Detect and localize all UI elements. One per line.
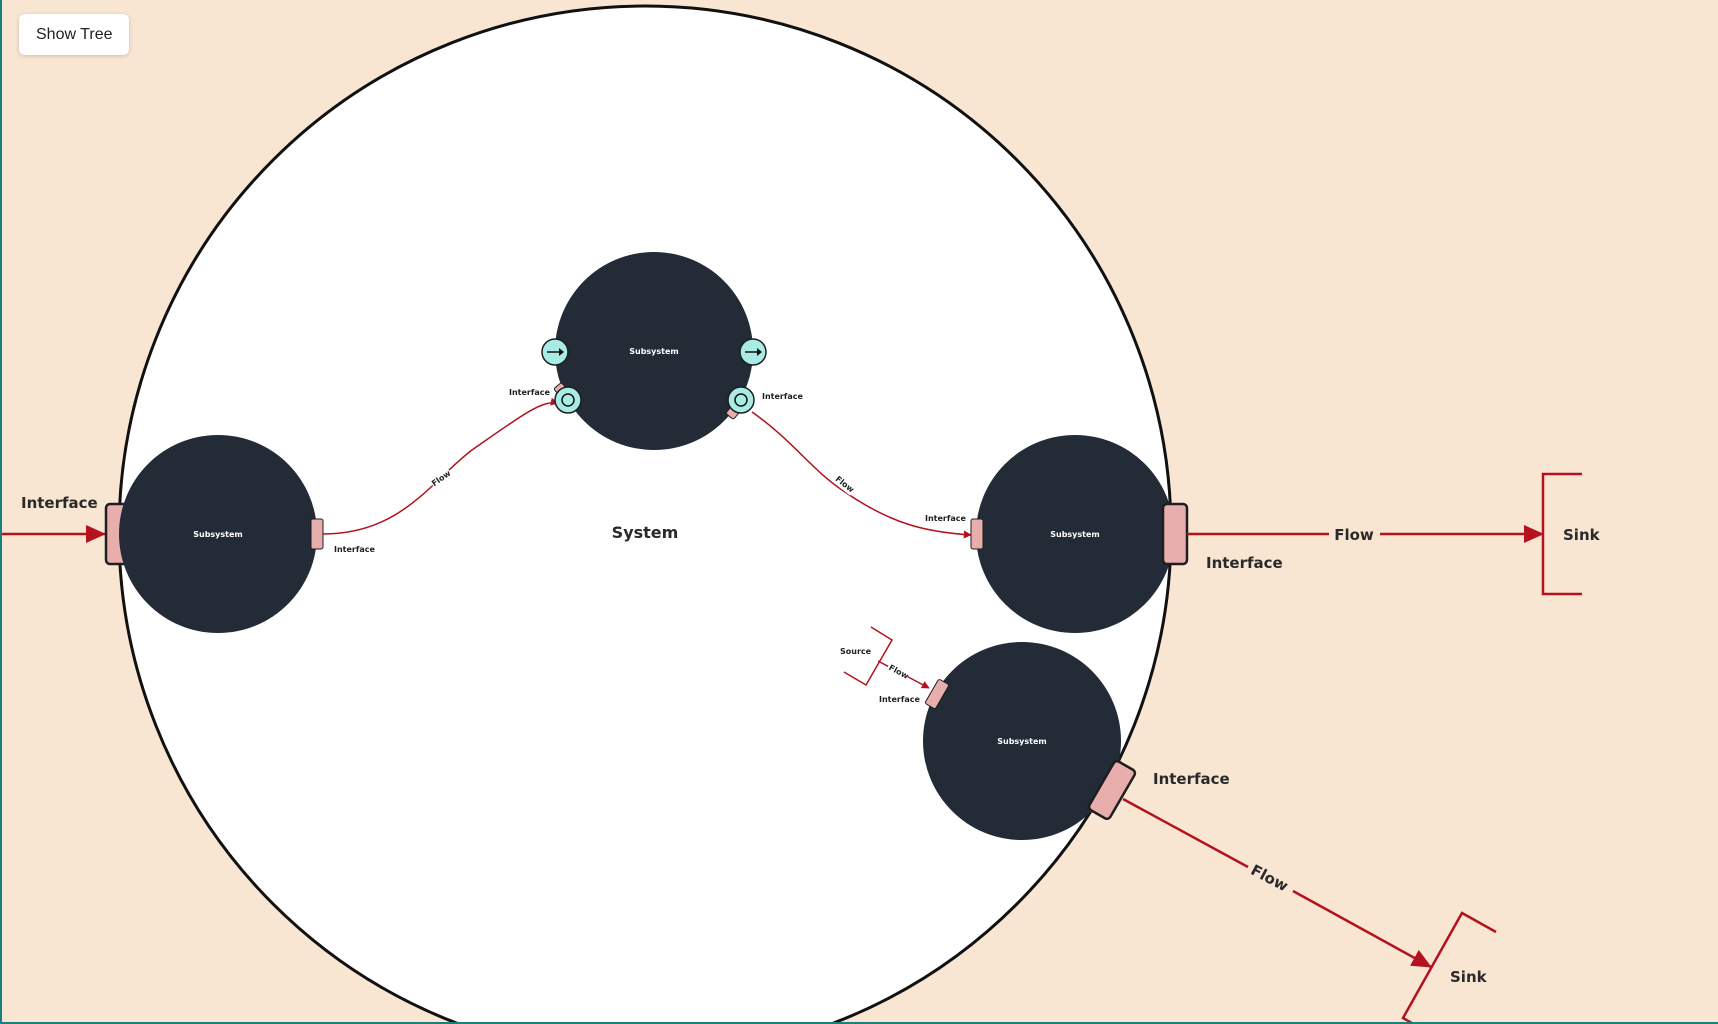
external-interface-bottom[interactable] <box>1087 759 1137 821</box>
external-outflow-right-label: Flow <box>1334 526 1374 544</box>
subsystem-right-interface-in-label: Interface <box>925 514 966 523</box>
source-internal[interactable] <box>843 626 894 687</box>
subsystem-bottom-label: Subsystem <box>997 737 1047 746</box>
subsystem-bottom-interface-in[interactable] <box>925 679 949 709</box>
subsystem-top-interface-left-label: Interface <box>509 388 550 397</box>
external-interface-bottom-label: Interface <box>1153 770 1230 788</box>
subsystem-bottom[interactable] <box>923 642 1121 840</box>
subsystem-bottom-interface-in-label: Interface <box>879 695 920 704</box>
sink-bottom[interactable] <box>1401 911 1497 1022</box>
subsystem-left-interface-label: Interface <box>334 545 375 554</box>
external-interface-right[interactable] <box>1161 502 1189 566</box>
external-outflow-bottom-line[interactable] <box>1292 889 1432 969</box>
subsystem-top[interactable] <box>555 252 753 450</box>
arrow-port-icon[interactable] <box>541 338 569 366</box>
show-tree-button[interactable]: Show Tree <box>19 14 130 55</box>
flow-left-to-top[interactable] <box>322 397 559 535</box>
subsystem-left[interactable] <box>119 435 317 633</box>
flow-top-to-right[interactable] <box>751 411 972 539</box>
system-label: System <box>612 523 679 542</box>
subsystem-right-interface-in[interactable] <box>970 518 984 550</box>
external-outflow-bottom-label: Flow <box>1248 861 1291 896</box>
circle-port-icon[interactable] <box>727 386 755 414</box>
external-interface-right-label: Interface <box>1206 554 1283 572</box>
circle-port-icon[interactable] <box>554 386 582 414</box>
subsystem-top-label: Subsystem <box>629 347 679 356</box>
source-internal-label: Source <box>840 647 872 656</box>
subsystem-left-interface[interactable] <box>310 518 324 550</box>
subsystem-right[interactable] <box>976 435 1174 633</box>
sink-right-label: Sink <box>1563 526 1601 544</box>
external-interface-label-left: Interface <box>21 494 98 512</box>
subsystem-top-interface-right-label: Interface <box>762 392 803 401</box>
subsystem-left-label: Subsystem <box>193 530 243 539</box>
sink-right[interactable] <box>1541 472 1582 596</box>
subsystem-right-label: Subsystem <box>1050 530 1100 539</box>
arrow-port-icon[interactable] <box>739 338 767 366</box>
sink-bottom-label: Sink <box>1450 968 1488 986</box>
